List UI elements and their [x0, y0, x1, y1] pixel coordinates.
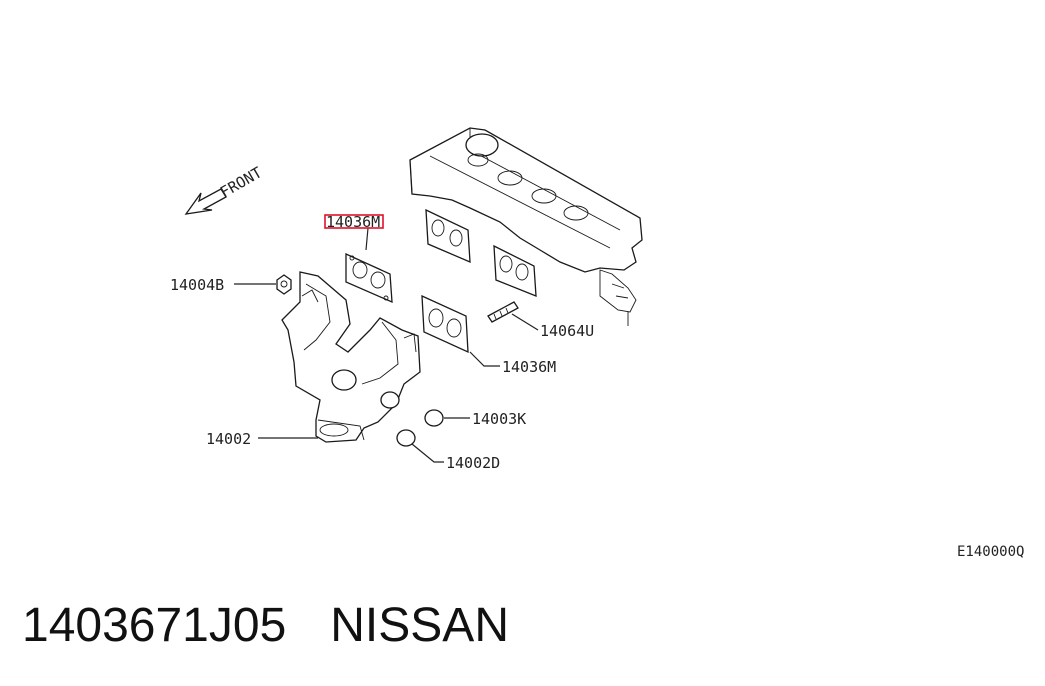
head-gasket-rear: [425, 208, 471, 264]
callout-14064u: 14064U: [540, 322, 594, 340]
flange-nut: [276, 274, 292, 295]
part-number: 1403671J05: [22, 599, 287, 652]
front-label: FRONT: [217, 163, 265, 201]
cylinder-head-drawing: [409, 127, 643, 326]
plug-14002d: [396, 429, 416, 447]
stud-bolt: [487, 301, 519, 323]
brand-name: NISSAN: [330, 599, 509, 652]
callout-14036m-highlighted: 14036M: [326, 213, 380, 231]
callout-14036m: 14036M: [502, 358, 556, 376]
exhaust-gasket-middle: [421, 294, 469, 354]
part-caption: 1403671J05 NISSAN: [22, 598, 509, 653]
callout-leader-lines: [234, 227, 539, 463]
highlight-box: [324, 214, 384, 229]
callout-14002: 14002: [206, 430, 251, 448]
plug-14003k: [424, 409, 444, 427]
exhaust-manifold-drawing: [281, 271, 421, 443]
diagram-reference-code: E140000Q: [957, 544, 1025, 560]
head-gasket-front: [493, 244, 537, 297]
exhaust-gasket-highlighted: [345, 252, 393, 304]
front-arrow-icon: [184, 188, 227, 215]
callout-14002d: 14002D: [446, 454, 500, 472]
callout-14004b: 14004B: [170, 276, 224, 294]
callout-14003k: 14003K: [472, 410, 526, 428]
